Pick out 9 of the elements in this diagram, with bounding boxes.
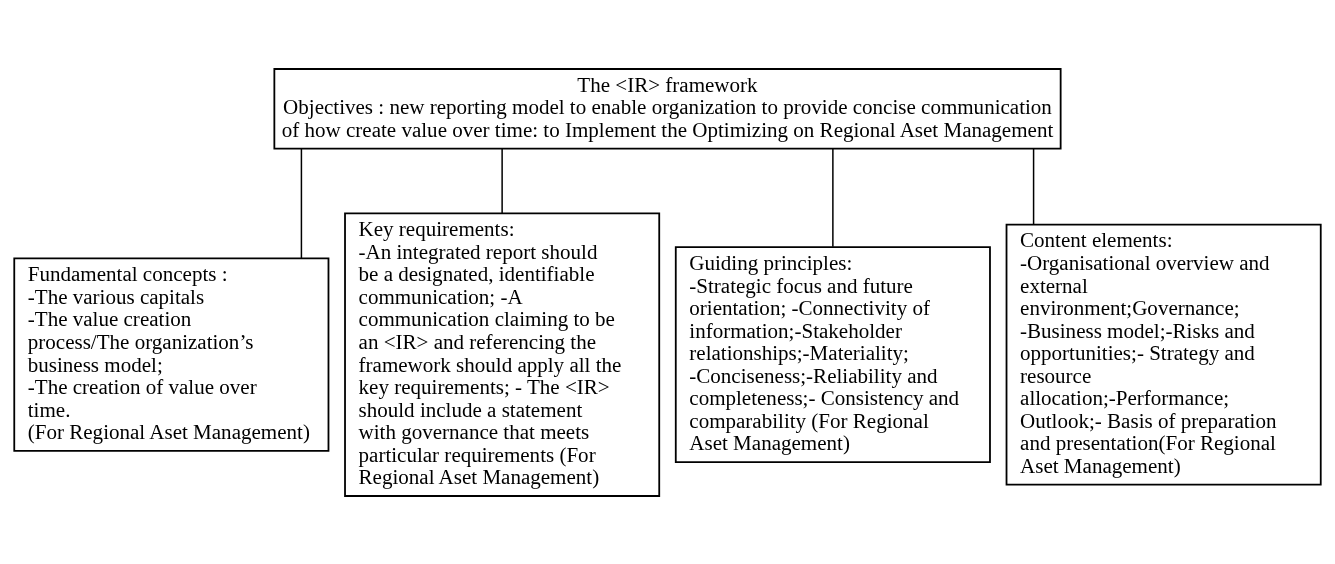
node-box: Guiding principles: -Strategic focus and future orientation; -Connectivity of information;-Stakeholder relationships;-Materiality; -Conciseness;-Reliability and completeness;- Consistency and comparability (For Regional Aset Management) [674,245,991,463]
connector [1032,147,1035,225]
node-box: Key requirements: -An integrated report should be a designated, identifiable communication; -A communication claiming to be an <IR> and referencing the framework should apply all the key requirements; - The <IR> should include a statement with governance that meets particular requirements (For Regional Aset Management) [344,211,661,497]
node-box: Fundamental concepts : -The various capitals -The value creation process/The organization’s business model; -The creation of value over time. (For Regional Aset Management) [13,257,330,452]
node-box: The <IR> framework Objectives : new reporting model to enable organization to provide concise communication of how create value over time: to Implement the Optimizing on Regional Aset Management [273,67,1062,150]
connector [501,147,503,214]
node-box: Content elements: -Organisational overview and external environment;Governance; -Business model;-Risks and opportunities;- Strategy and resource allocation;-Performance; Outlook;- Basis of preparation and presentation(For Regional Aset Management) [1005,223,1322,486]
connector [300,147,303,259]
connector [832,147,834,247]
